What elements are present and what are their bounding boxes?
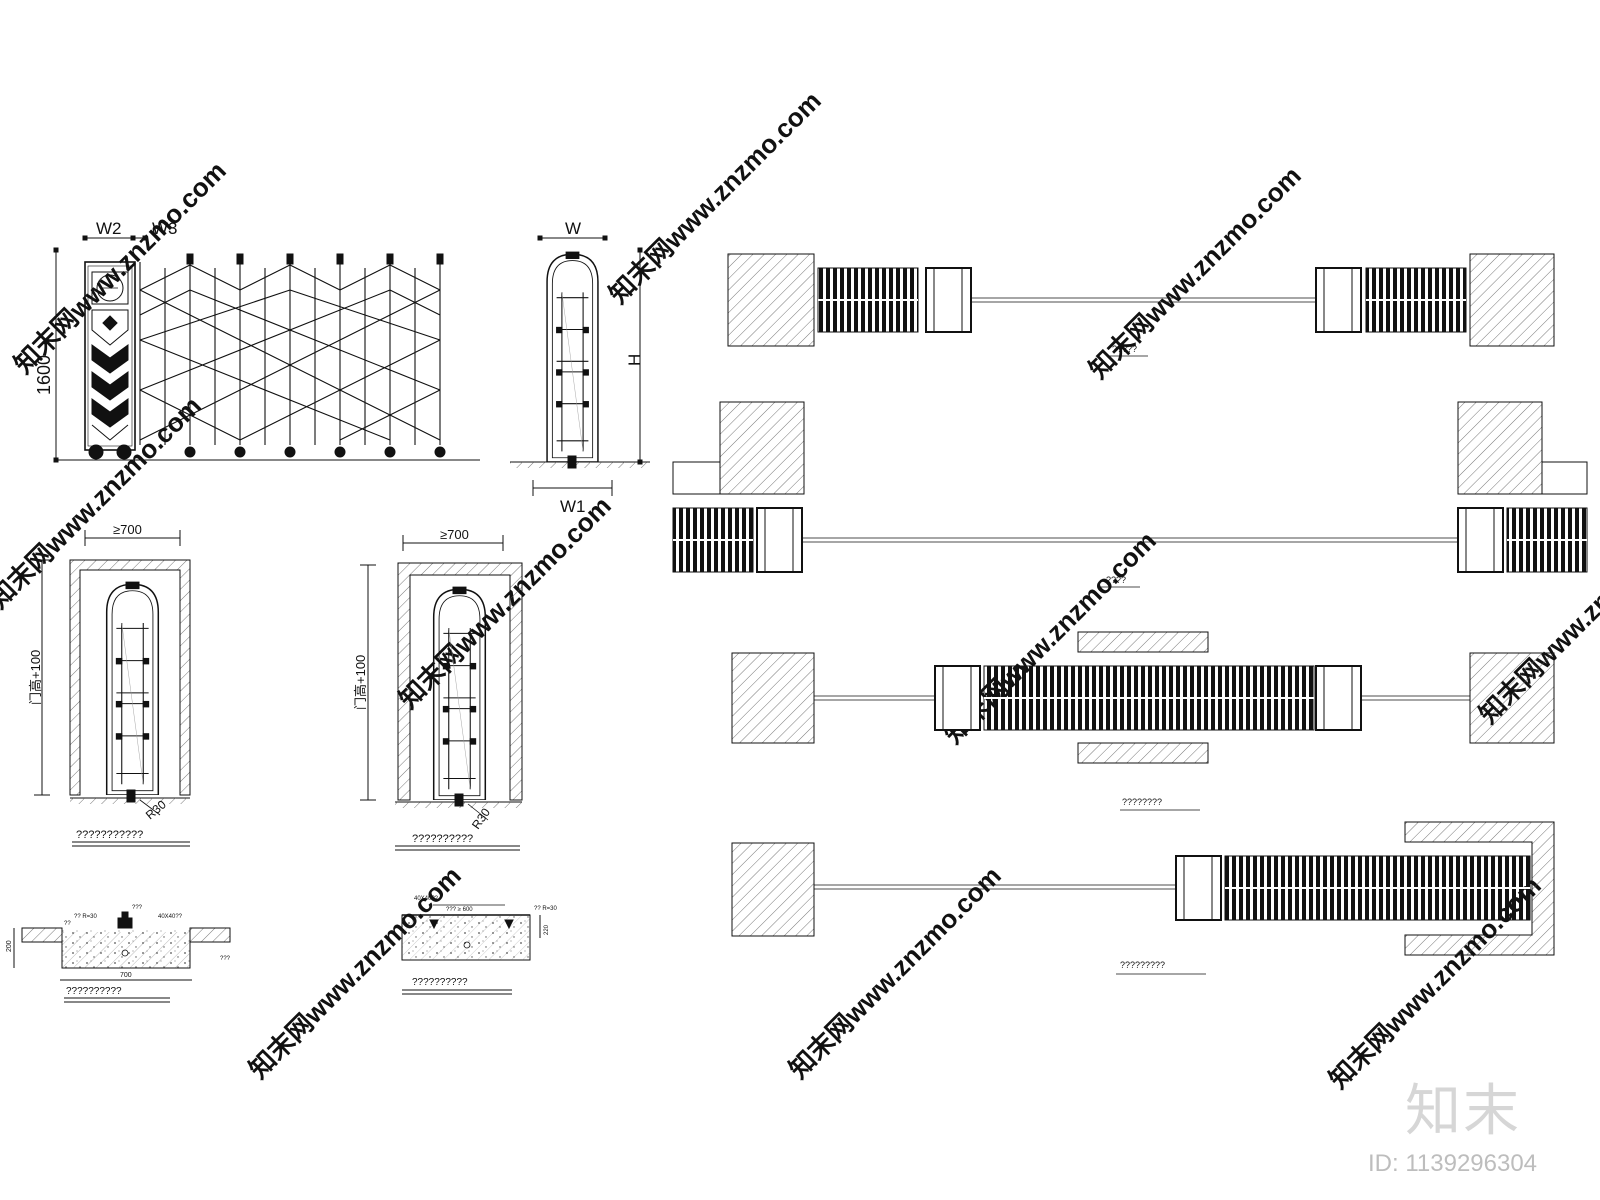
- dim-height-1: 门高+100: [28, 650, 43, 705]
- dim-height-2: 门高+100: [353, 655, 368, 710]
- dim-h: H: [625, 354, 644, 366]
- caption-plan-4: ?????????: [1120, 960, 1165, 970]
- gate-front-elevation: [53, 235, 480, 463]
- image-id: ID: 1139296304: [1368, 1150, 1538, 1177]
- track-section-2: [401, 904, 541, 995]
- dim-height: 1600: [34, 355, 54, 395]
- section1-label: 40X40??: [158, 914, 183, 920]
- section1-depth: 200: [6, 940, 13, 952]
- brand-logo: 知末: [1405, 1079, 1521, 1144]
- section2-label: ?? R=30: [534, 906, 558, 912]
- dim-w: W: [565, 219, 581, 238]
- section2-depth: 220: [544, 924, 550, 935]
- dim-w2: W2: [96, 219, 122, 238]
- caption-plan-1: ?????: [1112, 344, 1137, 354]
- section1-width: 700: [120, 972, 132, 979]
- section2-label: ??? ≥ 600: [446, 907, 473, 913]
- track-section-1: [13, 911, 231, 1003]
- door-opening-view-2: [360, 535, 523, 851]
- section1-label: ?? R=30: [74, 914, 98, 920]
- caption-section-2: ??????????: [412, 977, 468, 988]
- section1-label: ???: [132, 905, 143, 911]
- section1-label: ??: [64, 921, 71, 927]
- dim-w1: W1: [560, 497, 586, 516]
- plan-layout-4: [731, 821, 1555, 975]
- section2-label: 40X40??: [414, 896, 439, 902]
- dim-width-2: ≥700: [440, 527, 469, 542]
- door-opening-view-1: [34, 530, 191, 847]
- section1-label: ???: [220, 956, 231, 962]
- dim-radius-2: R30: [469, 805, 493, 831]
- watermark-text: 知末网www.znzmo.com: [8, 155, 232, 379]
- dim-width-1: ≥700: [113, 522, 142, 537]
- watermark-text: 知末网www.znzmo.com: [243, 860, 467, 1084]
- watermark-layer: 知末网www.znzmo.com 知末网www.znzmo.com 知末网www…: [0, 85, 1600, 1094]
- plan-layout-2: [672, 401, 1588, 588]
- dim-w3: W3: [152, 219, 178, 238]
- plan-layout-1: [727, 253, 1555, 357]
- gate-side-view: [510, 235, 650, 496]
- watermark-text: 知末网www.znzmo.com: [393, 490, 617, 714]
- caption-plan-3: ????????: [1122, 797, 1162, 807]
- caption-door-view-2: ??????????: [412, 833, 473, 845]
- plan-layout-3: [731, 631, 1555, 811]
- caption-plan-2: ????: [1106, 575, 1126, 585]
- caption-door-view-1: ???????????: [76, 829, 143, 841]
- caption-section-1: ??????????: [66, 986, 122, 997]
- watermark-text: 知末网www.znzmo.com: [0, 390, 207, 614]
- watermark-text: 知末网www.znzmo.com: [783, 860, 1007, 1084]
